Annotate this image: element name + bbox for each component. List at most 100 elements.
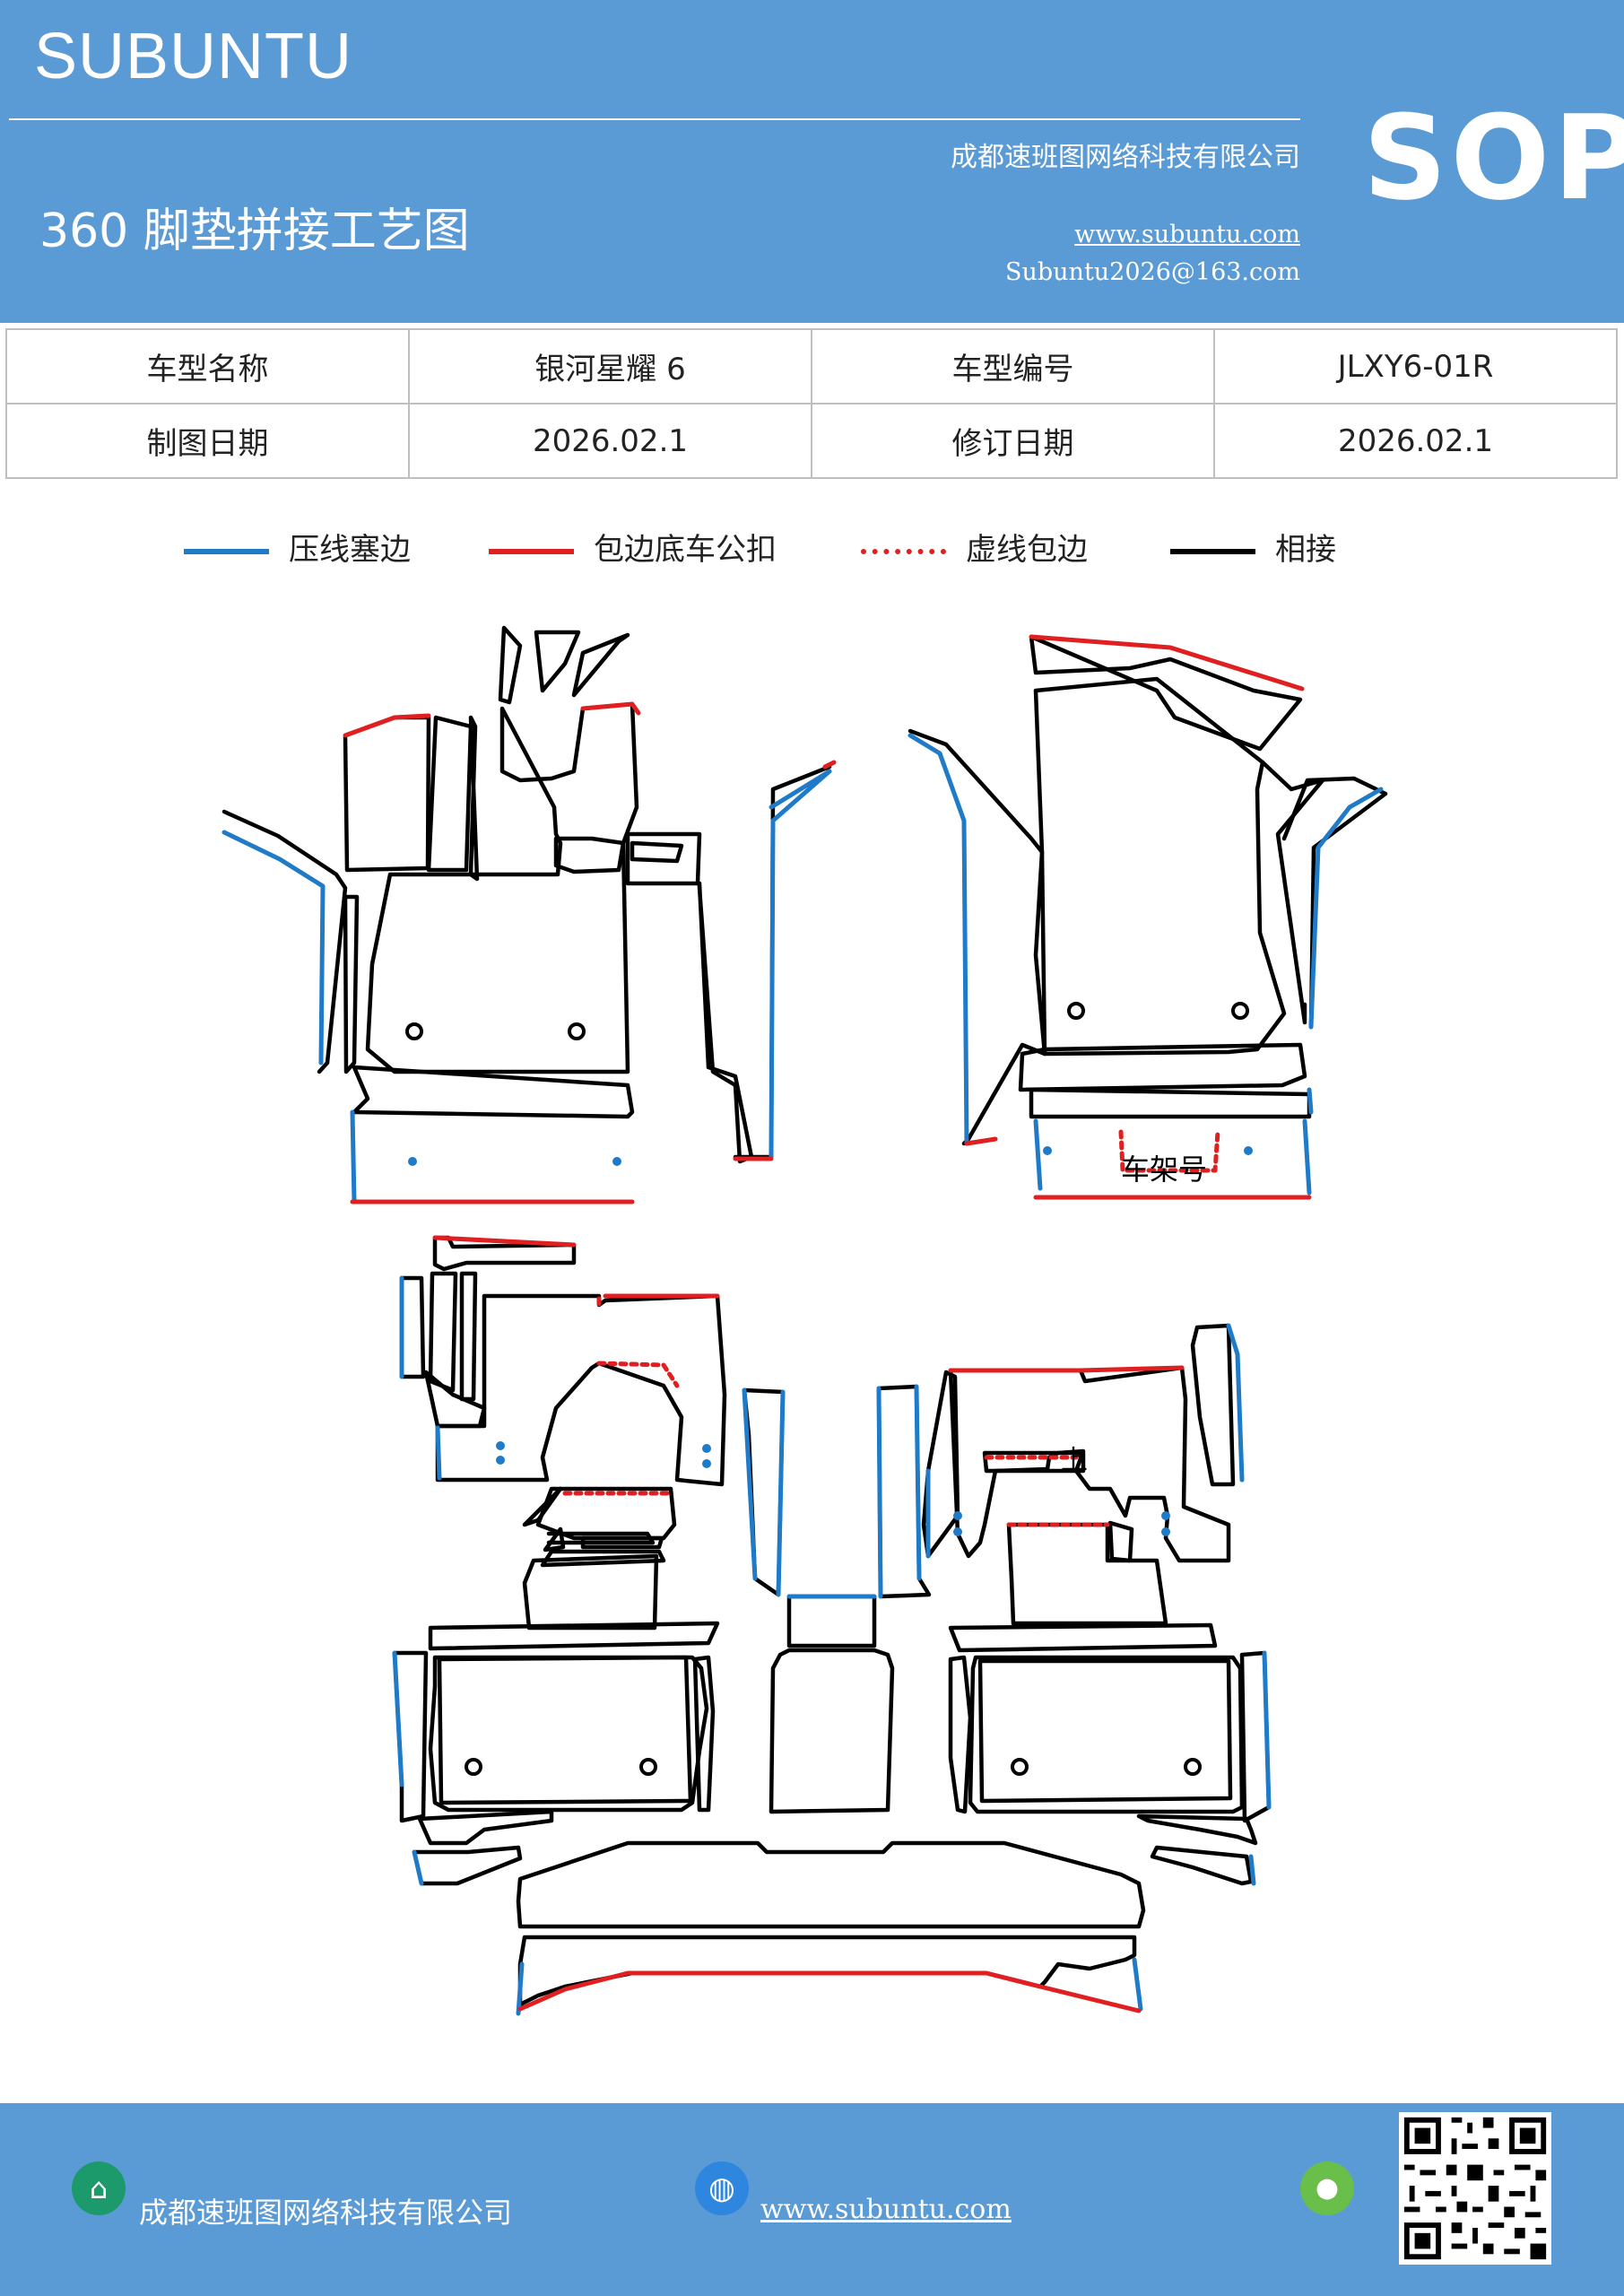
legend-label: 相接	[1275, 532, 1336, 568]
clip-dot	[496, 1441, 505, 1450]
sop-label: SOP	[1363, 90, 1624, 226]
red-edge	[822, 760, 837, 770]
blue-edge	[516, 1961, 525, 2016]
mat-piece	[459, 1271, 478, 1402]
red-edge	[948, 1365, 1185, 1373]
mat-piece	[876, 1384, 932, 1599]
legend-item-black: 相接	[1170, 525, 1336, 569]
qr-code-icon	[1399, 2112, 1551, 2265]
blue-edge	[350, 1109, 357, 1205]
legend-item-red-dotted: 虚线包边	[861, 525, 1088, 569]
legend-label: 包边底车公扣	[594, 532, 777, 568]
blue-edge	[1262, 1650, 1272, 1810]
mat-piece	[543, 1526, 566, 1552]
mat-piece	[977, 1658, 1233, 1804]
mat-piece	[697, 881, 754, 1164]
mat-piece	[733, 764, 832, 1160]
mat-piece	[948, 1622, 1218, 1653]
mat-piece	[968, 1655, 1245, 1814]
clip-dot	[953, 1511, 962, 1520]
mat-piece	[553, 836, 626, 874]
blue-edge	[1248, 1854, 1256, 1886]
mat-piece	[1029, 634, 1303, 752]
blue-edge	[1307, 1087, 1314, 1115]
mat-piece	[630, 840, 684, 864]
mat-piece	[516, 1840, 1146, 1929]
mat-edges-blue	[221, 733, 1384, 2016]
company-name: 成都速班图网络科技有限公司	[951, 142, 1300, 173]
snap-hole	[465, 1758, 482, 1776]
mat-piece	[769, 1648, 895, 1814]
footer-company-name: 成都速班图网络科技有限公司	[139, 2196, 513, 2230]
table-row: 车型名称 银河星耀 6 车型编号 JLXY6-01R	[5, 328, 1618, 404]
red-dotted-line-swatch	[861, 548, 946, 554]
mat-piece	[428, 1271, 458, 1393]
orientation-label: 上	[1061, 1445, 1088, 1476]
snap-hole	[1184, 1758, 1202, 1776]
draw-date-label: 制图日期	[5, 403, 410, 479]
blue-edge	[412, 1849, 424, 1886]
snap-hole	[405, 1022, 423, 1040]
building-icon: ⌂	[72, 2161, 126, 2215]
mat-piece	[1107, 1520, 1134, 1563]
mat-piece	[437, 1655, 693, 1805]
red-dotted-edge	[1118, 1129, 1220, 1173]
mat-edges-red-dotted	[562, 1129, 1220, 1527]
blue-edge	[908, 733, 969, 1146]
revise-date-label: 修订日期	[811, 403, 1215, 479]
mat-piece	[468, 715, 480, 882]
red-edge	[964, 1136, 998, 1146]
website-link[interactable]: www.subuntu.com	[1074, 221, 1300, 248]
mat-piece	[423, 1370, 487, 1429]
mat-piece	[1006, 1522, 1168, 1626]
snap-hole	[1231, 1002, 1249, 1020]
blue-edge	[1033, 1118, 1043, 1191]
legend-item-red: 包边底车公扣	[489, 525, 777, 569]
legend-item-blue: 压线塞边	[184, 525, 411, 569]
vehicle-info-table: 车型名称 银河星耀 6 车型编号 JLXY6-01R 制图日期 2026.02.…	[5, 328, 1618, 479]
mat-piece	[540, 1549, 666, 1568]
mat-piece	[1190, 1323, 1236, 1487]
mat-piece	[417, 1809, 554, 1846]
mat-piece	[428, 1621, 720, 1651]
blue-edge	[1302, 1118, 1312, 1196]
red-dotted-edge	[596, 1361, 680, 1388]
mat-holes	[405, 1002, 1249, 1776]
blue-edge	[1308, 787, 1384, 1030]
model-name-label: 车型名称	[5, 328, 410, 404]
brand-logo: SUBUNTU	[34, 21, 353, 92]
blue-edge	[221, 830, 326, 1065]
snap-hole	[1011, 1758, 1029, 1776]
clip-dot	[1161, 1527, 1170, 1536]
mat-outlines-black	[221, 625, 1388, 2007]
mat-piece	[786, 1594, 877, 1648]
mat-piece	[221, 809, 348, 1074]
mat-piece	[522, 1553, 659, 1631]
mat-edges-red	[343, 634, 1312, 2013]
mat-piece	[1018, 1042, 1307, 1092]
legend-label: 虚线包边	[966, 532, 1088, 568]
black-line-swatch	[1170, 548, 1255, 554]
floor-mat-diagram: 车架号 上	[221, 625, 1388, 2016]
globe-icon: ◍	[695, 2161, 749, 2215]
red-edge	[517, 1970, 1142, 2013]
red-edge	[1029, 634, 1305, 691]
blue-edge	[742, 1387, 758, 1581]
mat-piece	[343, 715, 431, 873]
footer-website-link[interactable]: www.subuntu.com	[760, 2194, 1012, 2225]
mat-clips	[408, 1146, 1253, 1536]
clip-dot	[496, 1456, 505, 1465]
snap-hole	[639, 1758, 657, 1776]
mat-piece	[352, 1065, 635, 1119]
blue-edge	[1226, 1323, 1245, 1483]
header-banner	[0, 0, 1624, 323]
mat-piece	[1281, 776, 1388, 1030]
blue-edge	[392, 1650, 404, 1787]
table-row: 制图日期 2026.02.1 修订日期 2026.02.1	[5, 403, 1618, 479]
blue-edge	[914, 1384, 922, 1581]
header-divider	[9, 118, 1300, 120]
blue-edge	[769, 769, 832, 1160]
model-code-label: 车型编号	[811, 328, 1215, 404]
clip-dot	[1244, 1146, 1253, 1155]
mat-piece	[428, 1655, 709, 1813]
